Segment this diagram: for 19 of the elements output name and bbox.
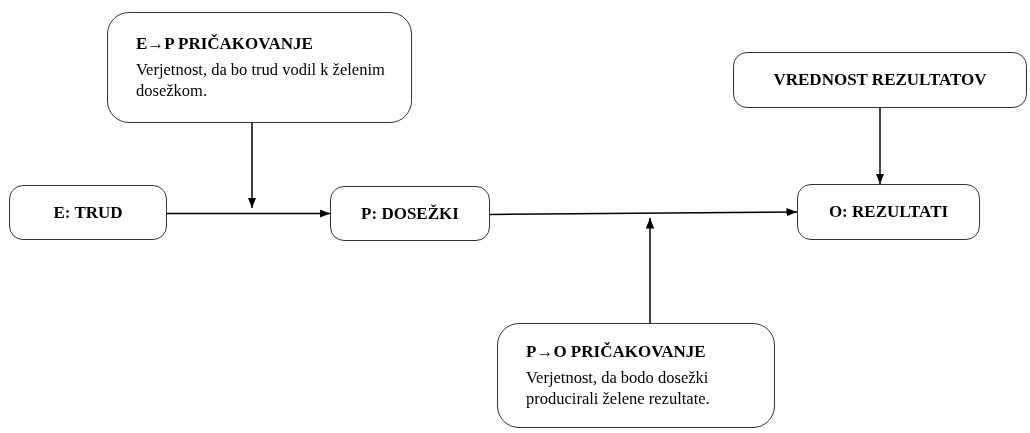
description-text: Verjetnost, da bo trud vodil k želenim dosežkom.: [136, 59, 386, 102]
box-title: O: REZULTATI: [828, 202, 949, 222]
process-box: [330, 186, 490, 241]
arrow: [875, 107, 885, 185]
process-box: [797, 184, 980, 240]
process-box: [733, 52, 1027, 108]
arrow: [166, 209, 331, 218]
box-title: E: TRUD: [53, 202, 123, 223]
box-title: P→O PRIČAKOVANJE: [526, 341, 706, 362]
arrow: [645, 217, 655, 324]
arrow: [489, 207, 798, 217]
annotation-box: [497, 323, 775, 428]
box-title: E→P PRIČAKOVANJE: [136, 33, 313, 54]
process-box: [9, 185, 167, 240]
box-title: P: DOSEŽKI: [361, 203, 459, 224]
annotation-box: [107, 12, 412, 123]
arrow: [247, 122, 257, 209]
box-title: VREDNOST REZULTATOV: [773, 70, 987, 90]
description-text: Verjetnost, da bodo dosežki producirali želene rezultate.: [526, 367, 711, 410]
